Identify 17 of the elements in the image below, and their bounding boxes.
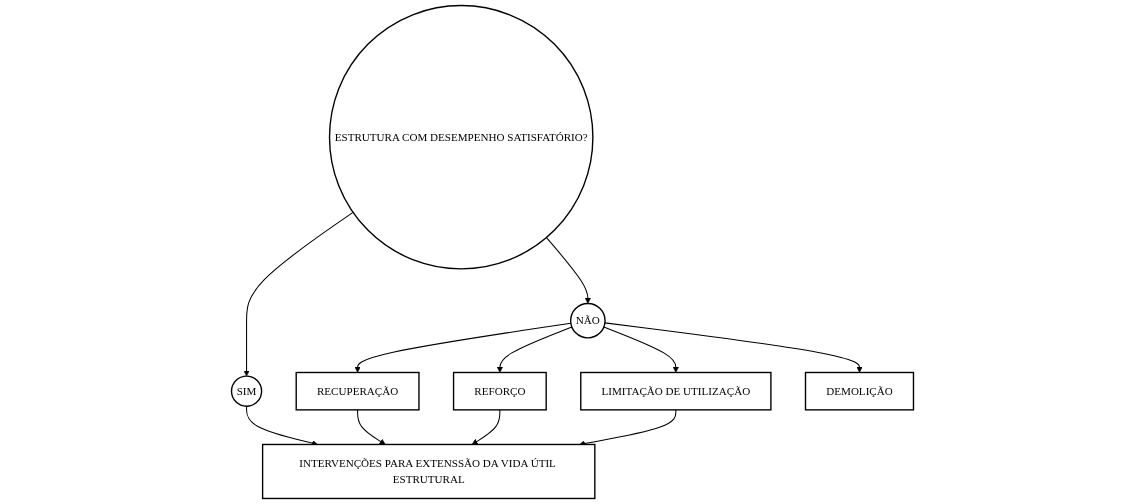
node-circle: SIM — [230, 375, 263, 407]
node-circle: ESTRUTURA COM DESEMPENHO SATISFATÓRIO? — [328, 4, 594, 270]
node-circle: NÃO — [569, 302, 606, 339]
arrow — [354, 322, 572, 373]
arrow — [357, 409, 386, 445]
arrow — [243, 211, 354, 377]
node-box: RECUPERAÇÃO — [295, 371, 420, 411]
arrow — [496, 326, 573, 373]
node-box: DEMOLIÇÃO — [804, 371, 915, 411]
arrow — [471, 409, 501, 445]
arrow — [545, 237, 591, 304]
node-box: INTERVENÇÕES PARA EXTENSSÃO DA VIDA ÚTIL ESTRUTURAL — [261, 443, 596, 500]
node-box: LIMITAÇÃO DE UTILIZAÇÃO — [580, 371, 772, 411]
arrow — [603, 326, 679, 373]
node-box: REFORÇO — [452, 371, 547, 411]
arrow — [579, 409, 677, 447]
arrow — [604, 322, 863, 373]
